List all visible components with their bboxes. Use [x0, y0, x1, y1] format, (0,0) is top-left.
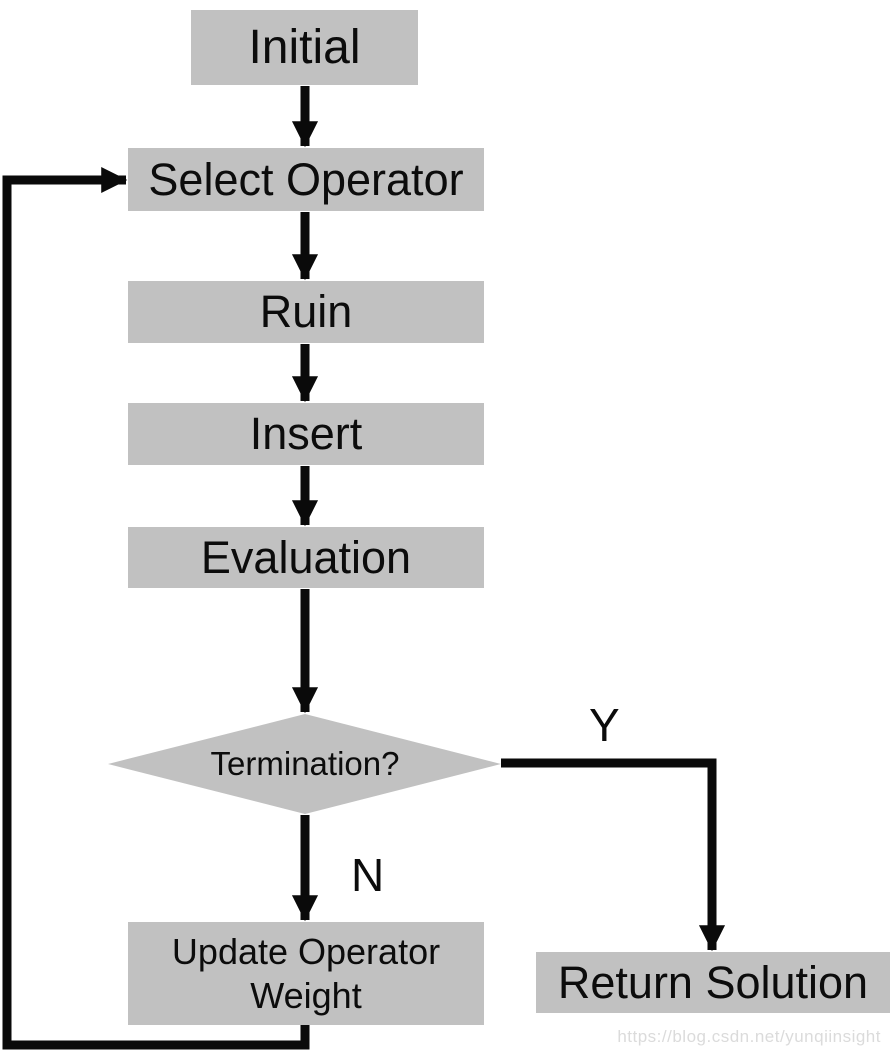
- node-initial: Initial: [191, 10, 418, 85]
- watermark-text: https://blog.csdn.net/yunqiinsight: [617, 1027, 881, 1046]
- node-return-solution: Return Solution: [536, 952, 890, 1013]
- edge-update-loop-to-select: [2, 166, 310, 1050]
- termination-diamond-shape: [108, 714, 501, 814]
- node-update-operator-weight-label: Update Operator Weight: [171, 930, 441, 1016]
- branch-label-yes: Y: [589, 699, 620, 751]
- node-initial-label: Initial: [248, 20, 361, 74]
- node-select-operator-label: Select Operator: [148, 153, 464, 205]
- node-evaluation: Evaluation: [128, 527, 484, 588]
- node-insert-label: Insert: [249, 408, 363, 459]
- node-select-operator: Select Operator: [128, 148, 484, 211]
- node-termination-decision: Termination?: [108, 714, 502, 814]
- node-update-operator-weight: Update Operator Weight: [128, 922, 484, 1025]
- node-insert: Insert: [128, 403, 484, 465]
- node-ruin: Ruin: [128, 281, 484, 343]
- node-evaluation-label: Evaluation: [200, 531, 412, 583]
- node-return-solution-label: Return Solution: [557, 956, 869, 1008]
- node-ruin-label: Ruin: [259, 286, 353, 337]
- node-termination-label: Termination?: [210, 745, 400, 782]
- edge-termination-yes-to-return: [501, 758, 726, 952]
- branch-label-no: N: [351, 849, 385, 901]
